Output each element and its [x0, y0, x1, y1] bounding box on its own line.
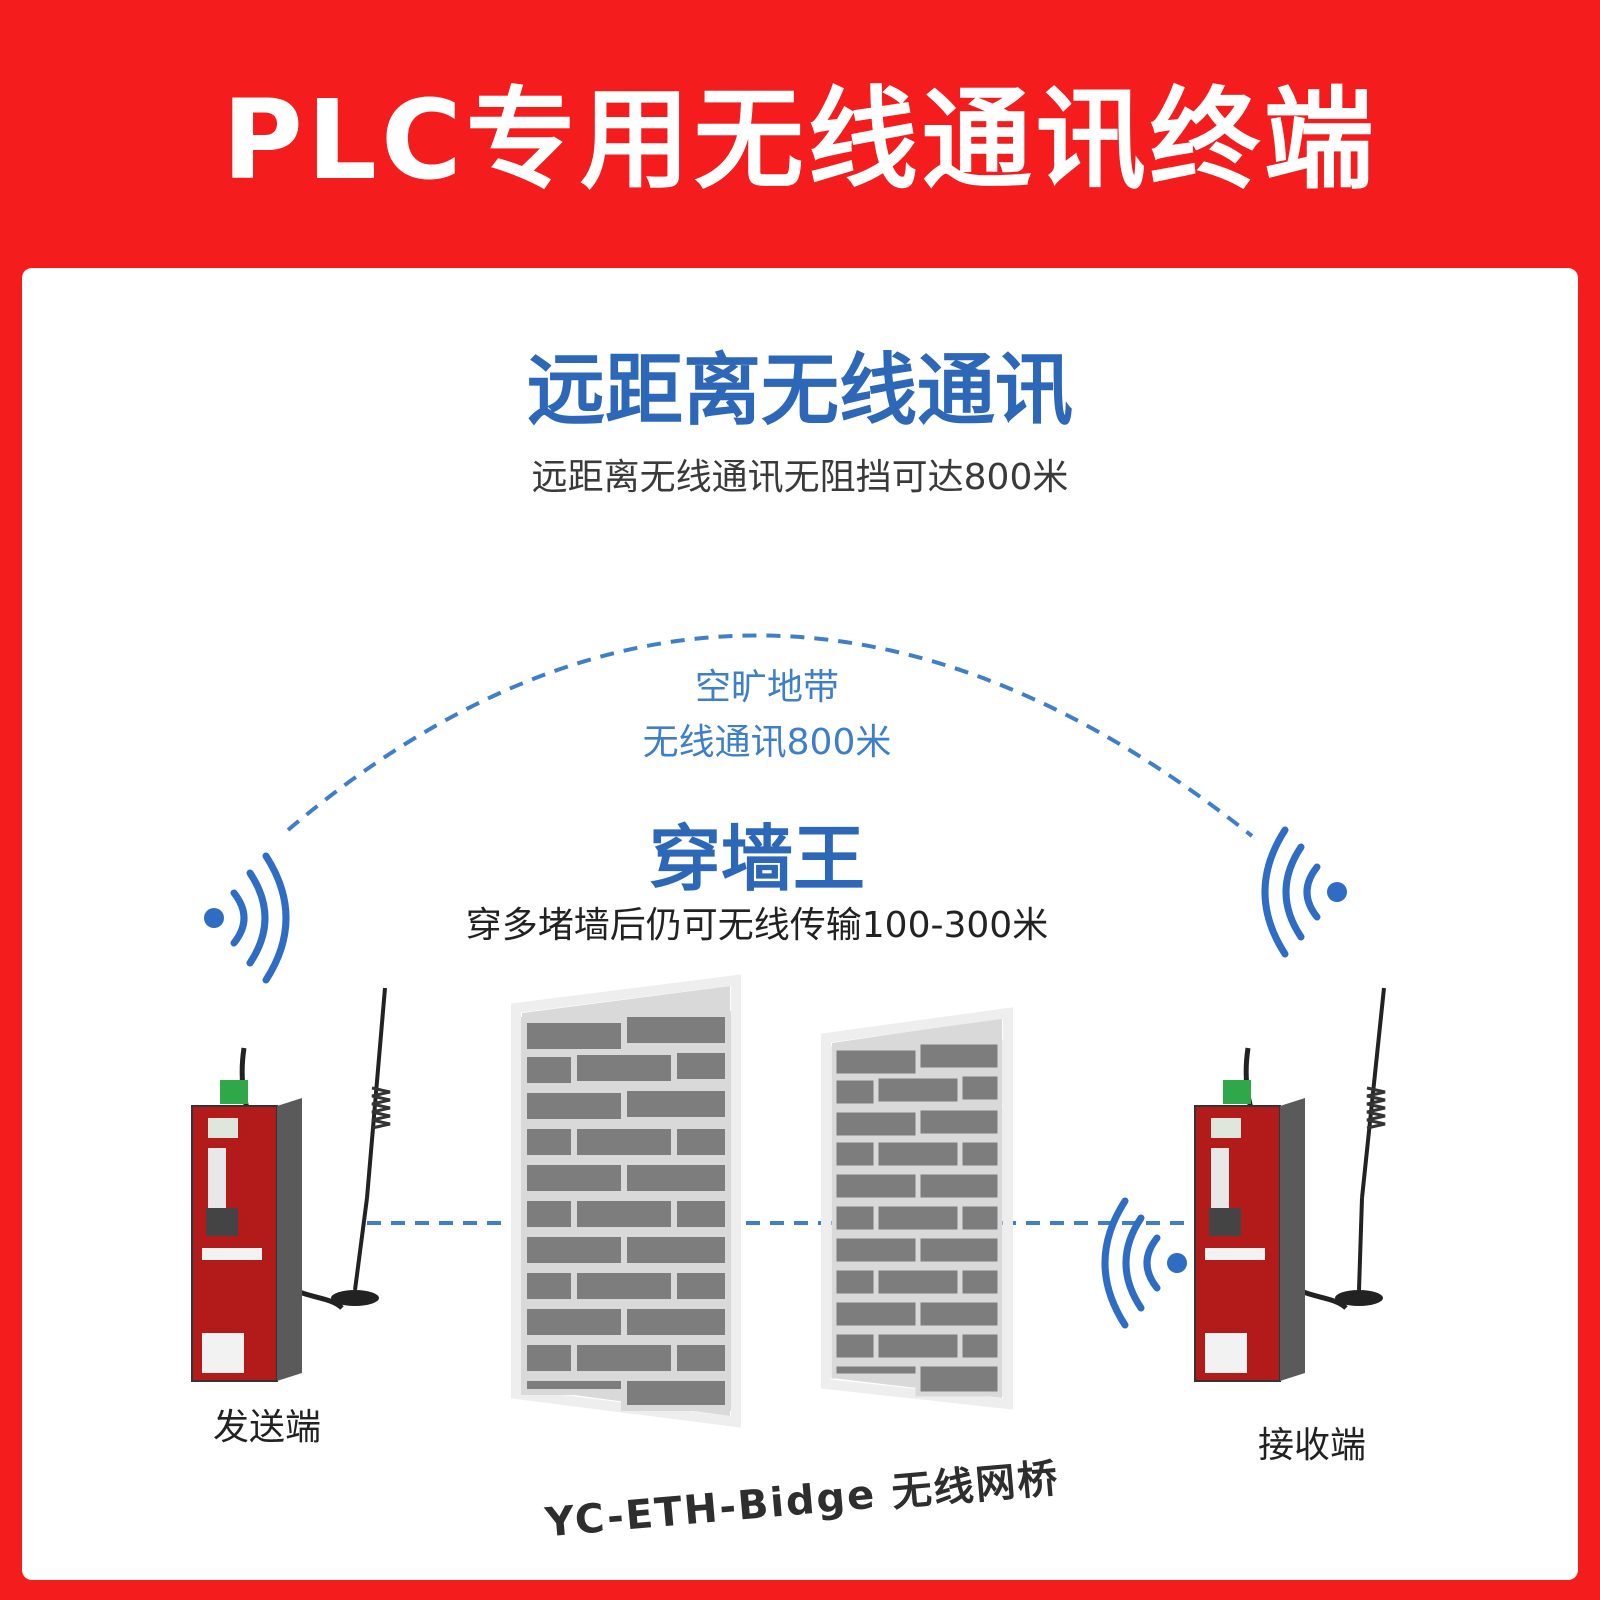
wireless-arc — [286, 633, 1254, 838]
sender-label: 发送端 — [212, 1407, 321, 1448]
wall-feature-subtitle: 穿多堵墙后仍可无线传输100-300米 — [465, 905, 1049, 946]
diagram-scene — [191, 633, 1386, 1428]
wifi-signal-icon — [1101, 1197, 1187, 1329]
receiver-label: 接收端 — [1257, 1425, 1366, 1466]
long-range-title: 远距离无线通讯 — [526, 346, 1073, 436]
arc-label-line2: 无线通讯800米 — [642, 722, 892, 763]
router-device-icon — [1194, 987, 1386, 1382]
router-device-icon — [191, 987, 391, 1382]
long-range-subtitle: 远距离无线通讯无阻挡可达800米 — [531, 457, 1069, 498]
banner-title: PLC专用无线通讯终端 — [222, 76, 1378, 204]
wifi-signal-icon — [204, 852, 290, 984]
brick-wall-icon — [821, 1007, 1013, 1410]
brick-wall-icon — [511, 974, 741, 1428]
arc-label-line1: 空旷地带 — [694, 667, 839, 708]
wall-feature-title: 穿墙王 — [648, 817, 865, 901]
wifi-signal-icon — [1261, 826, 1347, 958]
content-panel: 远距离无线通讯 远距离无线通讯无阻挡可达800米 — [22, 268, 1578, 1580]
